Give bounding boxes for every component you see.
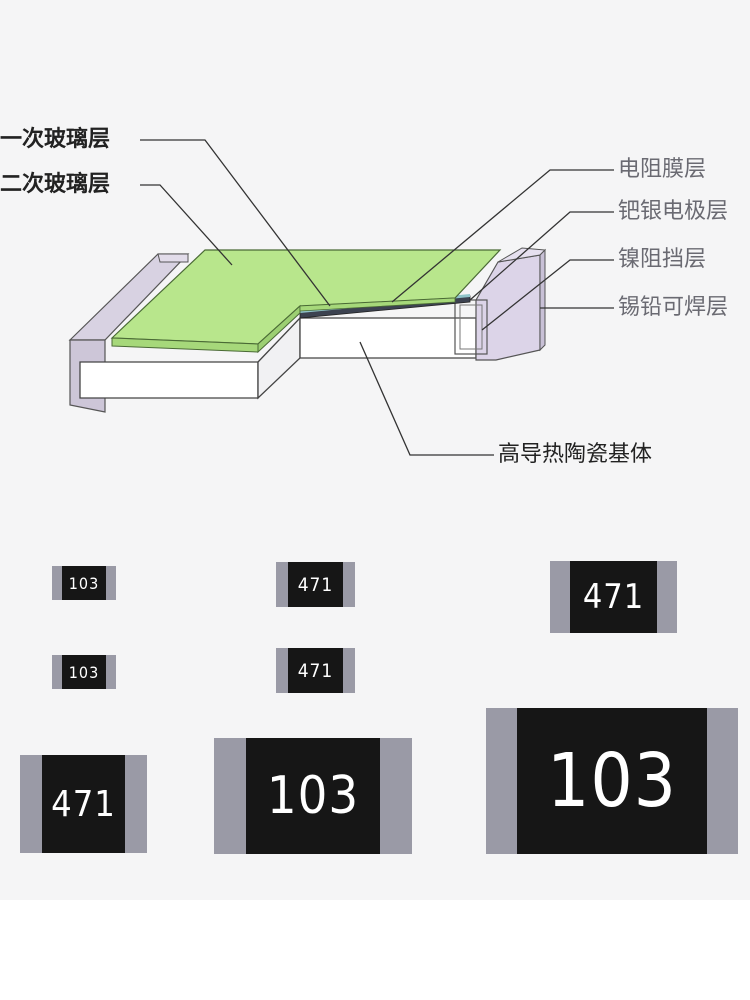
chip-resistor: 471 xyxy=(276,562,355,607)
chip-resistor: 103 xyxy=(486,708,738,854)
label-ni-barrier: 镍阻挡层 xyxy=(618,247,707,272)
chip-resistor: 103 xyxy=(214,738,412,854)
chip-marking: 103 xyxy=(246,738,380,854)
glass-layers xyxy=(110,249,502,354)
resistor-cross-section-diagram xyxy=(68,139,614,456)
chip-marking: 471 xyxy=(570,561,657,633)
chip-marking: 471 xyxy=(288,648,343,693)
chip-resistor: 471 xyxy=(276,648,355,693)
chip-marking: 103 xyxy=(62,655,106,689)
ceramic-substrate xyxy=(79,316,477,400)
chip-marking: 103 xyxy=(62,566,106,600)
label-ceramic-substrate: 高导热陶瓷基体 xyxy=(498,442,653,467)
chip-resistor: 103 xyxy=(52,566,116,600)
label-ag-pd-electrode: 钯银电极层 xyxy=(618,199,729,224)
label-glass-layer-1: 一次玻璃层 xyxy=(0,127,111,152)
chip-resistor: 103 xyxy=(52,655,116,689)
chip-marking: 471 xyxy=(42,755,125,853)
leader-lines xyxy=(140,139,614,456)
label-sn-pb-solder: 锡铅可焊层 xyxy=(618,295,729,320)
background-band xyxy=(0,900,750,1000)
chip-marking: 471 xyxy=(288,562,343,607)
chip-resistor: 471 xyxy=(550,561,677,633)
chip-marking: 103 xyxy=(517,708,707,854)
chip-resistor: 471 xyxy=(20,755,147,853)
label-glass-layer-2: 二次玻璃层 xyxy=(0,172,111,197)
label-resistor-film: 电阻膜层 xyxy=(618,157,707,182)
